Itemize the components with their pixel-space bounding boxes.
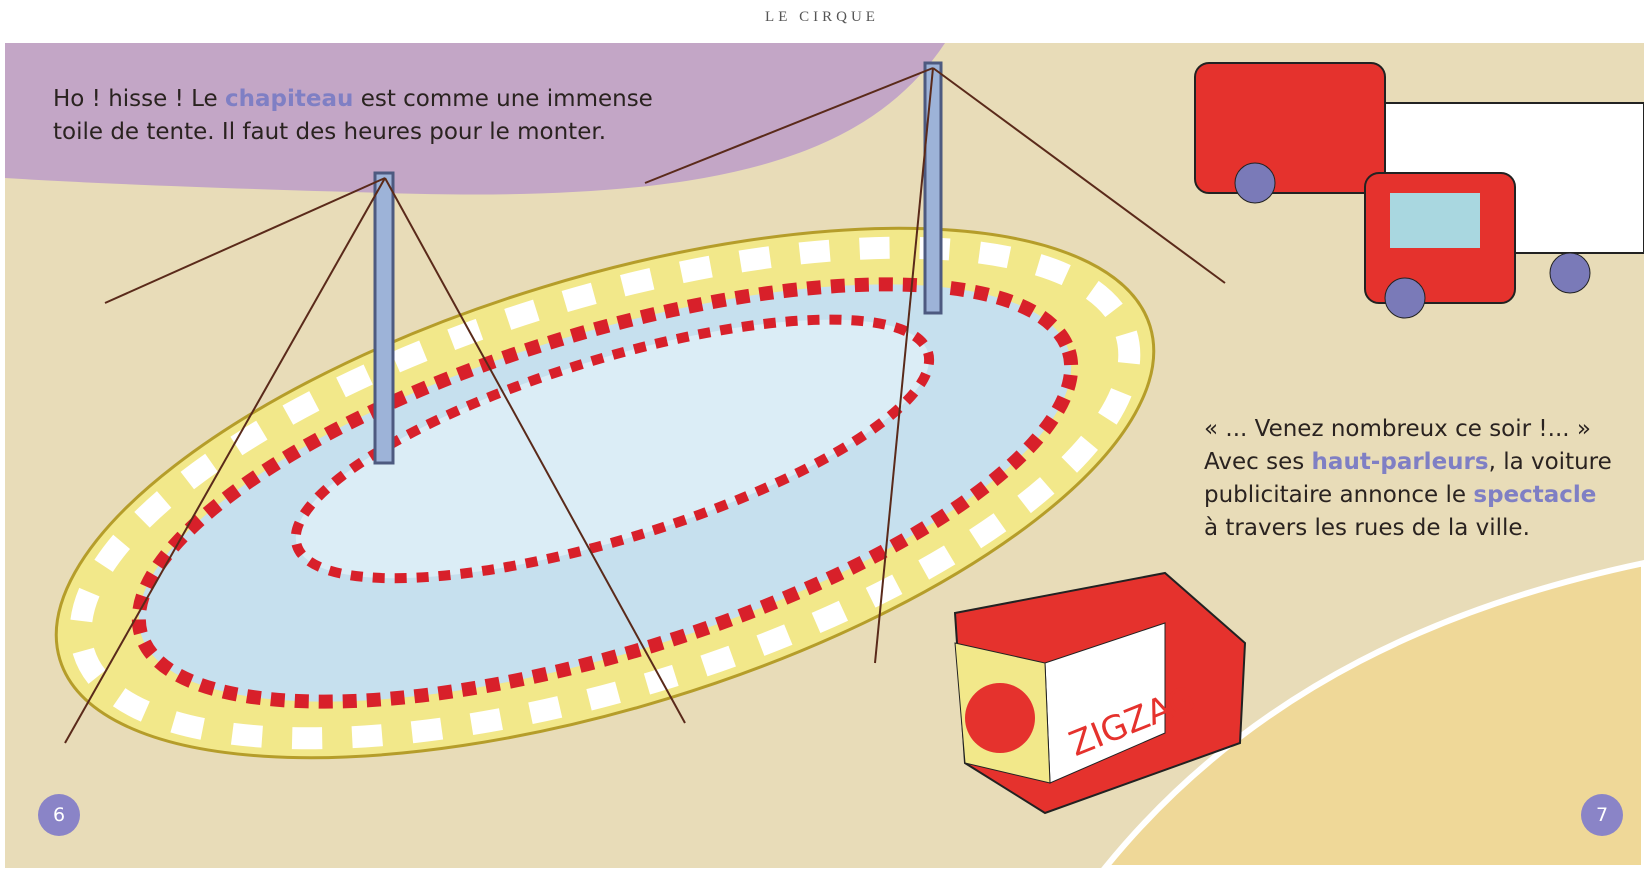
left-page-text: Ho ! hisse ! Le chapiteau est comme une …	[53, 83, 693, 149]
text: publicitaire annonce le	[1204, 482, 1474, 508]
tent-ring	[54, 226, 1156, 760]
text: Avec ses	[1204, 449, 1312, 475]
right-page-text: « ... Venez nombreux ce soir !... » Avec…	[1204, 413, 1624, 545]
road	[1101, 559, 1644, 868]
tent-masts	[373, 61, 943, 465]
keyword-haut-parleurs[interactable]: haut-parleurs	[1311, 449, 1489, 475]
text: est comme une immense	[353, 86, 653, 112]
text: « ... Venez nombreux ce soir !... »	[1204, 416, 1591, 442]
page-number-right: 7	[1581, 794, 1623, 836]
publicity-van: ZIGZAG	[953, 571, 1247, 815]
text: Ho ! hisse ! Le	[53, 86, 226, 112]
keyword-chapiteau[interactable]: chapiteau	[225, 86, 354, 112]
trucks	[1194, 62, 1644, 319]
text: , la voiture	[1488, 449, 1612, 475]
ropes	[64, 67, 1226, 744]
page-number-left: 6	[38, 794, 80, 836]
circus-illustration: ZIGZAG	[5, 43, 1644, 868]
text: toile de tente. Il faut des heures pour …	[53, 119, 606, 145]
book-spread: ZIGZAG Ho ! hisse ! Le chapiteau est com…	[5, 43, 1644, 868]
keyword-spectacle[interactable]: spectacle	[1473, 482, 1597, 508]
running-title: LE CIRQUE	[765, 9, 879, 25]
text: à travers les rues de la ville.	[1204, 515, 1530, 541]
